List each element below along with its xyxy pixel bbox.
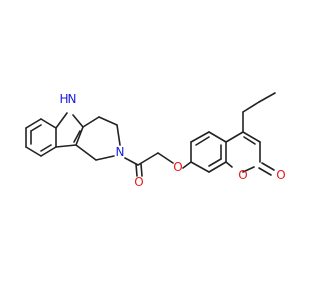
atom-label-h: H xyxy=(59,92,68,106)
bond xyxy=(157,152,174,164)
bond xyxy=(208,161,227,173)
bond xyxy=(242,166,255,173)
molecule-diagram: H N N O O O O xyxy=(25,92,286,189)
bond xyxy=(55,112,68,129)
bond xyxy=(258,167,272,176)
bond xyxy=(116,124,121,146)
bond xyxy=(242,131,261,143)
bond xyxy=(98,116,118,126)
bond xyxy=(242,101,260,113)
bond xyxy=(25,146,42,157)
bond xyxy=(40,144,52,152)
bond xyxy=(30,124,42,132)
bond xyxy=(208,131,227,143)
bond xyxy=(75,144,97,161)
bond xyxy=(55,144,77,148)
bond xyxy=(225,161,233,168)
atom-label-o-ether: O xyxy=(173,160,182,174)
bond xyxy=(75,126,84,146)
atom-label-n-indole: N xyxy=(68,92,77,106)
bond xyxy=(225,131,244,143)
bond xyxy=(261,162,275,171)
bond xyxy=(137,152,159,166)
atom-label-o-lactone: O xyxy=(276,168,285,182)
bond xyxy=(95,155,115,161)
bond xyxy=(73,130,81,143)
atom-layer: H N N O O O O xyxy=(59,92,285,189)
bond xyxy=(25,118,42,129)
bond xyxy=(258,92,276,103)
bond xyxy=(190,131,210,143)
bond xyxy=(195,136,210,146)
bond xyxy=(140,163,143,177)
bond xyxy=(40,118,57,129)
structure-canvas: H N N O O O O xyxy=(25,92,286,189)
bond xyxy=(190,161,210,173)
bond-layer xyxy=(25,92,276,177)
bond xyxy=(82,116,100,128)
atom-label-o-carbonyl: O xyxy=(134,175,143,189)
bond xyxy=(40,146,57,157)
bond xyxy=(243,136,256,145)
atom-label-n-amide: N xyxy=(116,145,125,159)
bond xyxy=(208,158,222,167)
bond xyxy=(182,161,192,169)
bond xyxy=(72,114,84,128)
atom-label-o-ring: O xyxy=(238,168,247,182)
bond xyxy=(135,163,138,177)
